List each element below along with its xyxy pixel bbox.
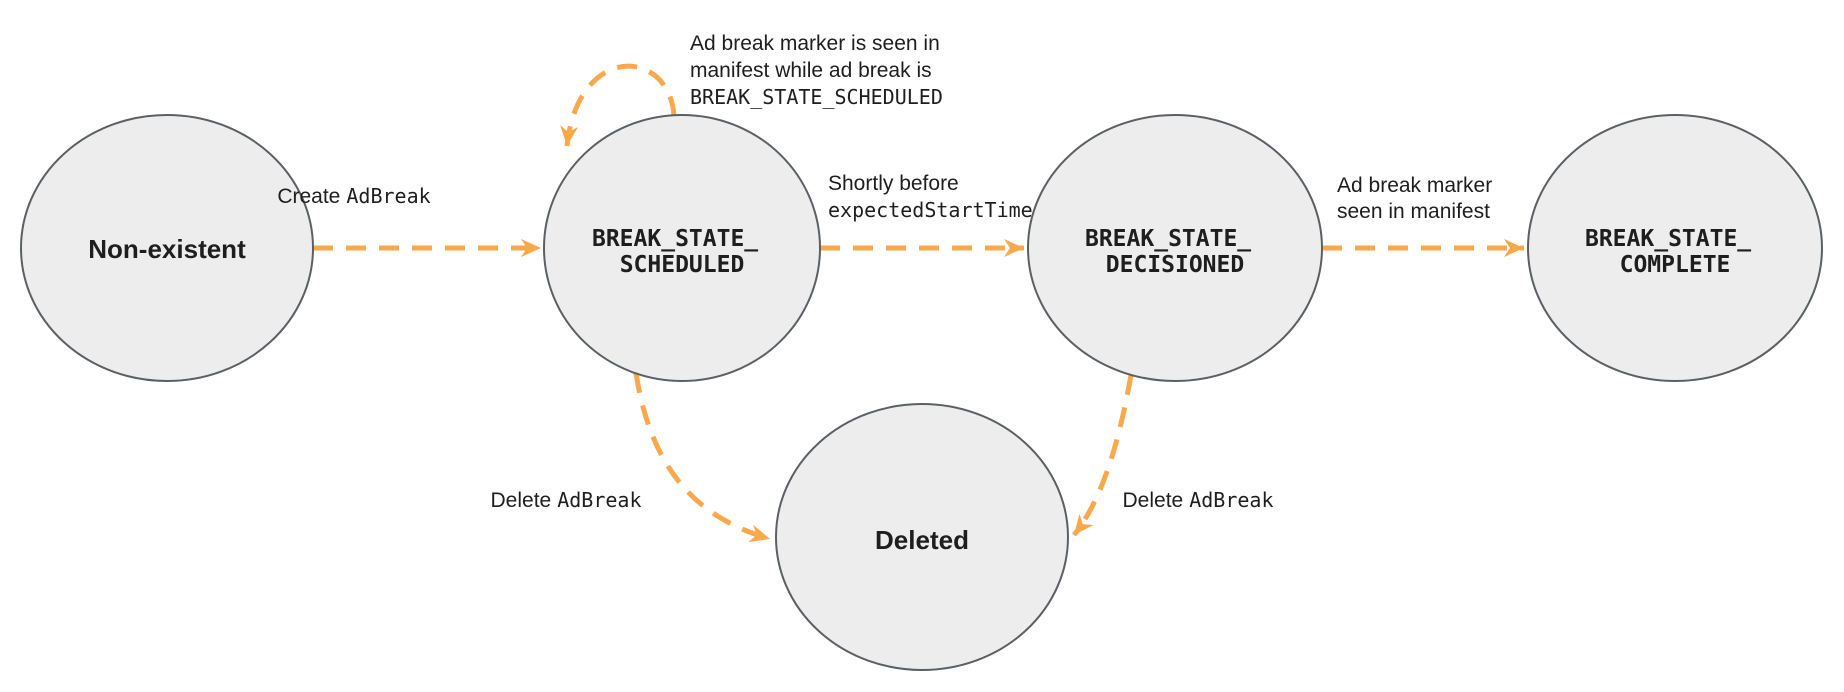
self-loop-label: Ad break marker is seen in manifest whil… — [690, 32, 946, 109]
state-label: BREAK_STATE_ COMPLETE — [1585, 226, 1765, 278]
self-loop-scheduled-arrow — [560, 63, 677, 147]
shortly-before-label: Shortly before expectedStartTime — [828, 172, 1033, 222]
state-ellipse — [1527, 114, 1823, 382]
state-deleted: Deleted — [775, 403, 1069, 671]
marker-seen-label: Ad break marker seen in manifest — [1337, 174, 1498, 223]
state-label: BREAK_STATE_ DECISIONED — [1085, 226, 1265, 278]
state-ellipse — [543, 114, 821, 382]
state-ellipse — [775, 403, 1069, 671]
state-break-state-scheduled: BREAK_STATE_ SCHEDULED — [543, 114, 821, 382]
state-break-state-complete: BREAK_STATE_ COMPLETE — [1527, 114, 1823, 382]
state-label: Non-existent — [88, 234, 246, 264]
state-ellipse — [1027, 114, 1323, 382]
state-non-existent: Non-existent — [20, 114, 314, 382]
state-ellipse — [20, 114, 314, 382]
state-break-state-decisioned: BREAK_STATE_ DECISIONED — [1027, 114, 1323, 382]
state-label: Deleted — [875, 525, 969, 555]
state-label: BREAK_STATE_ SCHEDULED — [592, 226, 772, 278]
delete-from-decisioned-arrow — [1072, 374, 1134, 537]
delete-from-scheduled-arrow — [633, 372, 771, 543]
